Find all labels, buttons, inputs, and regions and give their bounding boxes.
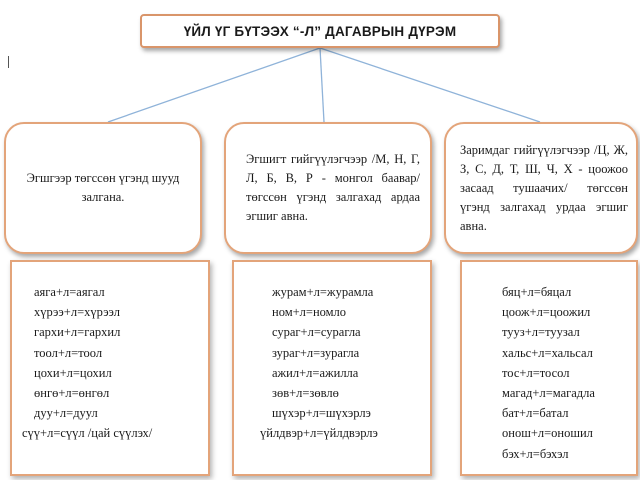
example-item: цоож+л=цоожил <box>502 305 591 320</box>
example-item: үйлдвэр+л=үйлдвэрлэ <box>260 426 378 441</box>
rule-text: Эгшгээр төгссөн үгэнд шууд залгана. <box>26 171 180 204</box>
example-item: ажил+л=ажилла <box>272 365 359 380</box>
examples-box-1: аяга+л=аягал хүрээ+л=хүрээл гархи+л=гарх… <box>10 260 210 476</box>
example-item: магад+л=магадла <box>502 386 595 401</box>
example-item: аяга+л=аягал <box>34 285 105 299</box>
example-item: өнгө+л=өнгөл <box>34 386 110 401</box>
example-item: шүхэр+л=шүхэрлэ <box>272 406 371 421</box>
rule-text: Заримдаг гийгүүлэгчээр /Ц, Ж, З, С, Д, Т… <box>460 142 628 233</box>
example-item: дуу+л=дуул <box>34 406 98 421</box>
connector-left <box>107 47 321 123</box>
connector-right <box>319 47 541 123</box>
examples-box-3: бяц+л=бяцал цоож+л=цоожил тууз+л=туузал … <box>460 260 638 476</box>
rule-box-vowel-ending: Эгшгээр төгссөн үгэнд шууд залгана. <box>4 122 202 254</box>
example-item: тууз+л=туузал <box>502 325 580 340</box>
example-item: гархи+л=гархил <box>34 325 121 340</box>
example-item: сүү+л=сүүл /цай сүүлэх/ <box>22 426 153 441</box>
example-item: ном+л=номло <box>272 305 347 320</box>
example-item: онош+л=оношил <box>502 426 593 441</box>
examples-box-2: журам+л=журамла ном+л=номло сураг+л=сура… <box>232 260 432 476</box>
example-item: сураг+л=сурагла <box>272 325 361 340</box>
diagram-title-text: ҮЙЛ ҮГ БҮТЭЭХ “-Л” ДАГАВРЫН ДҮРЭМ <box>183 23 457 39</box>
text-cursor <box>8 56 9 68</box>
example-item: тос+л=тосол <box>502 365 570 380</box>
rule-box-consonant-other: Заримдаг гийгүүлэгчээр /Ц, Ж, З, С, Д, Т… <box>444 122 638 254</box>
rule-box-consonant-mngl: Эгшигт гийгүүлэгчээр /М, Н, Г, Л, Б, В, … <box>224 122 432 254</box>
example-item: хүрээ+л=хүрээл <box>34 305 120 320</box>
example-item: цохи+л=цохил <box>34 365 112 380</box>
example-item: бяц+л=бяцал <box>502 285 572 299</box>
example-item: зөв+л=зөвлө <box>272 386 339 401</box>
example-item: тоол+л=тоол <box>34 345 103 360</box>
example-item: бат+л=батал <box>502 406 569 421</box>
diagram-title: ҮЙЛ ҮГ БҮТЭЭХ “-Л” ДАГАВРЫН ДҮРЭМ <box>140 14 500 48</box>
rule-text: Эгшигт гийгүүлэгчээр /М, Н, Г, Л, Б, В, … <box>246 152 420 223</box>
example-item: журам+л=журамла <box>272 285 374 299</box>
example-item: зураг+л=зурагла <box>272 345 360 360</box>
connector-center <box>319 47 325 123</box>
example-item: бэх+л=бэхэл <box>502 446 569 461</box>
example-item: хальс+л=хальсал <box>502 345 593 360</box>
